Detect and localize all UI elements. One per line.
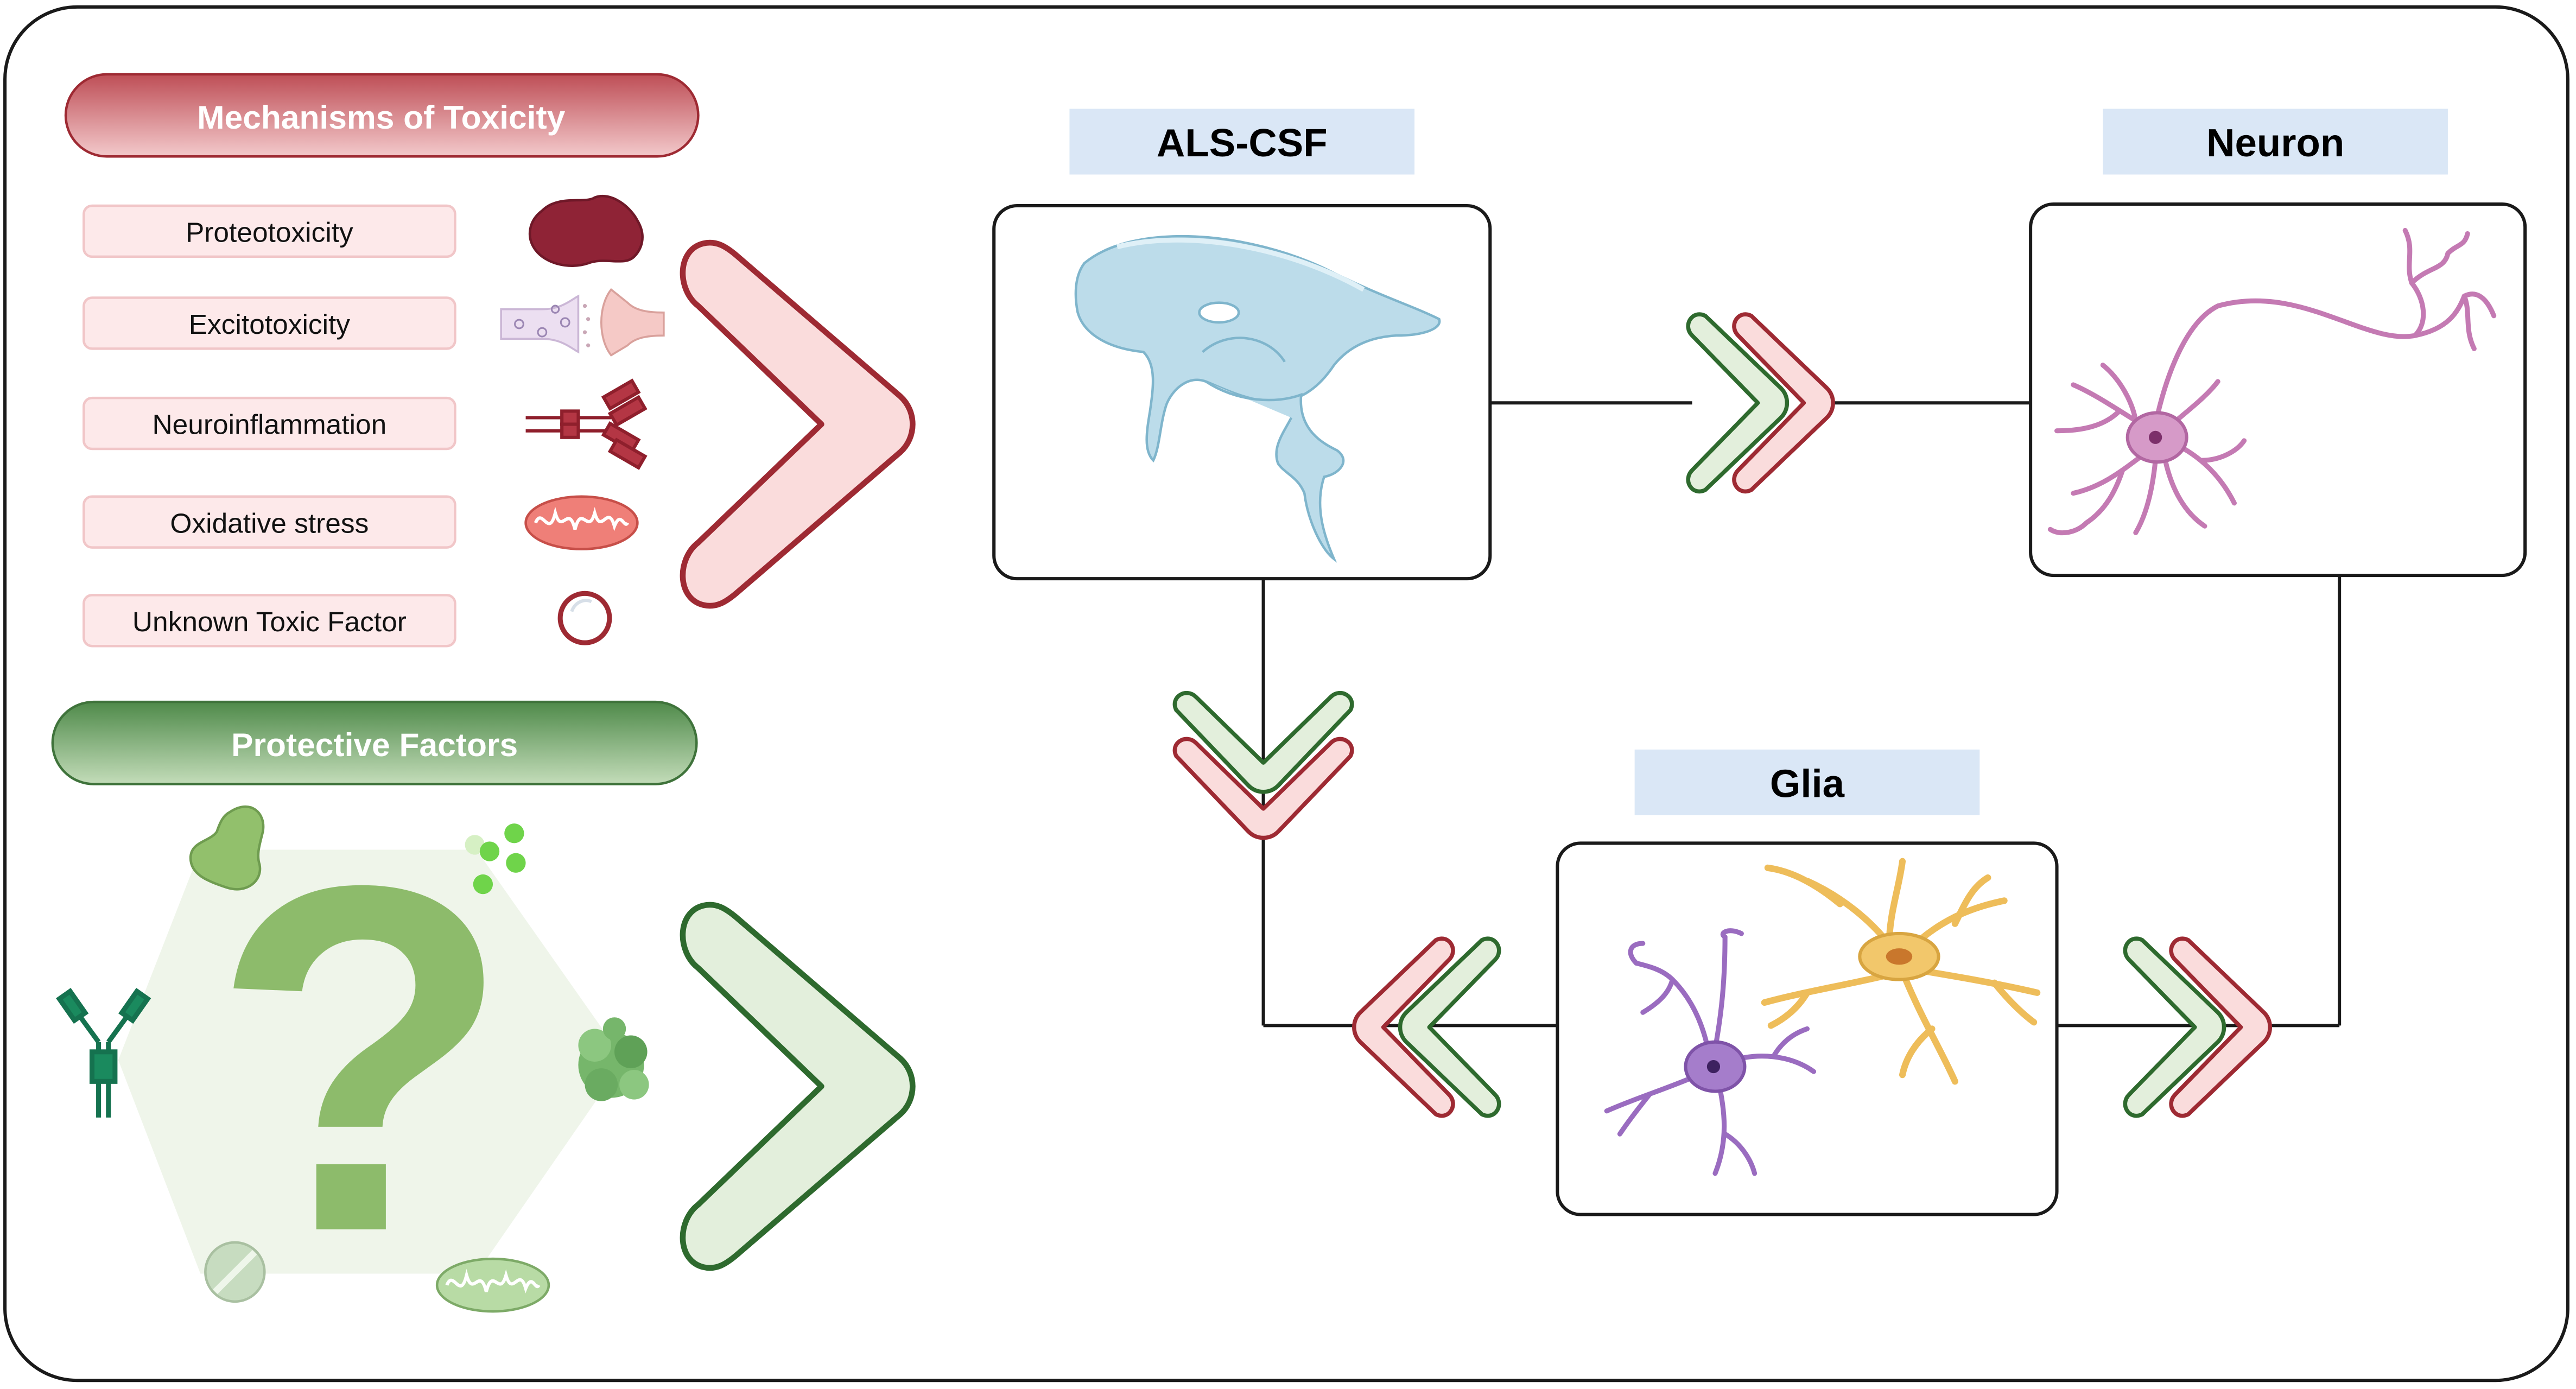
neuron-label: Neuron <box>2206 121 2344 165</box>
toxicity-header: Mechanisms of Toxicity <box>197 99 566 136</box>
protective-header: Protective Factors <box>231 726 518 763</box>
antibody-icon <box>56 987 151 1118</box>
protective-hexagon <box>118 849 625 1274</box>
question-mark-symbol: ? <box>211 784 512 1334</box>
double-chevron-down <box>1172 690 1354 840</box>
tablet-icon <box>204 1241 266 1303</box>
glia-label: Glia <box>1770 762 1845 806</box>
toxicity-item-label: Excitotoxicity <box>189 308 351 340</box>
toxicity-item-unknown-factor: Unknown Toxic Factor <box>83 594 456 648</box>
neuron-label-box <box>2103 109 2448 175</box>
neuron-box <box>2029 202 2527 578</box>
neuron-node: Neuron <box>2029 109 2527 578</box>
double-chevron-right-top <box>1686 312 1835 494</box>
als-csf-label: ALS-CSF <box>1157 121 1328 165</box>
toxicity-item-label: Oxidative stress <box>170 507 369 538</box>
cytokine-receptor-icon <box>525 378 648 470</box>
toxicity-item-label: Neuroinflammation <box>153 409 387 440</box>
green-particles-icon <box>465 823 526 895</box>
ventricle-icon <box>1074 235 1441 563</box>
protective-chevron <box>680 902 916 1271</box>
toxicity-item-neuroinflammation: Neuroinflammation <box>83 396 456 451</box>
toxicity-item-label: Proteotoxicity <box>186 217 353 248</box>
toxicity-header-pill <box>64 73 700 158</box>
protein-complex-icon <box>578 1017 649 1101</box>
toxicity-panel: Mechanisms of Toxicity Proteotoxicity Ex… <box>64 73 916 648</box>
als-csf-node: ALS-CSF <box>992 109 1492 581</box>
synapse-icon <box>500 288 665 357</box>
astrocyte-nucleus <box>1886 948 1913 965</box>
protein-aggregate-icon <box>528 194 644 267</box>
unknown-factor-circle-icon <box>557 591 612 645</box>
double-chevron-right-bottom <box>2123 936 2272 1118</box>
glia-node: Glia <box>1556 749 2059 1216</box>
toxicity-item-excitotoxicity: Excitotoxicity <box>83 296 456 350</box>
bacterium-icon <box>189 805 265 891</box>
protective-panel: Protective Factors ? <box>51 700 916 1334</box>
double-chevron-left <box>1352 936 1501 1118</box>
mitochondria-icon <box>435 1257 550 1313</box>
connector-lines <box>1261 401 2342 1028</box>
als-csf-label-box <box>1069 109 1415 175</box>
toxicity-item-label: Unknown Toxic Factor <box>132 606 407 637</box>
toxicity-item-oxidative-stress: Oxidative stress <box>83 495 456 549</box>
neuron-nucleus <box>2149 430 2162 444</box>
toxicity-item-proteotoxicity: Proteotoxicity <box>83 204 456 258</box>
toxicity-chevron <box>680 239 916 609</box>
mitochondria-icon <box>524 495 639 550</box>
protective-header-pill <box>51 700 698 785</box>
glia-label-box <box>1634 749 1980 815</box>
microglia-nucleus <box>1706 1060 1721 1074</box>
